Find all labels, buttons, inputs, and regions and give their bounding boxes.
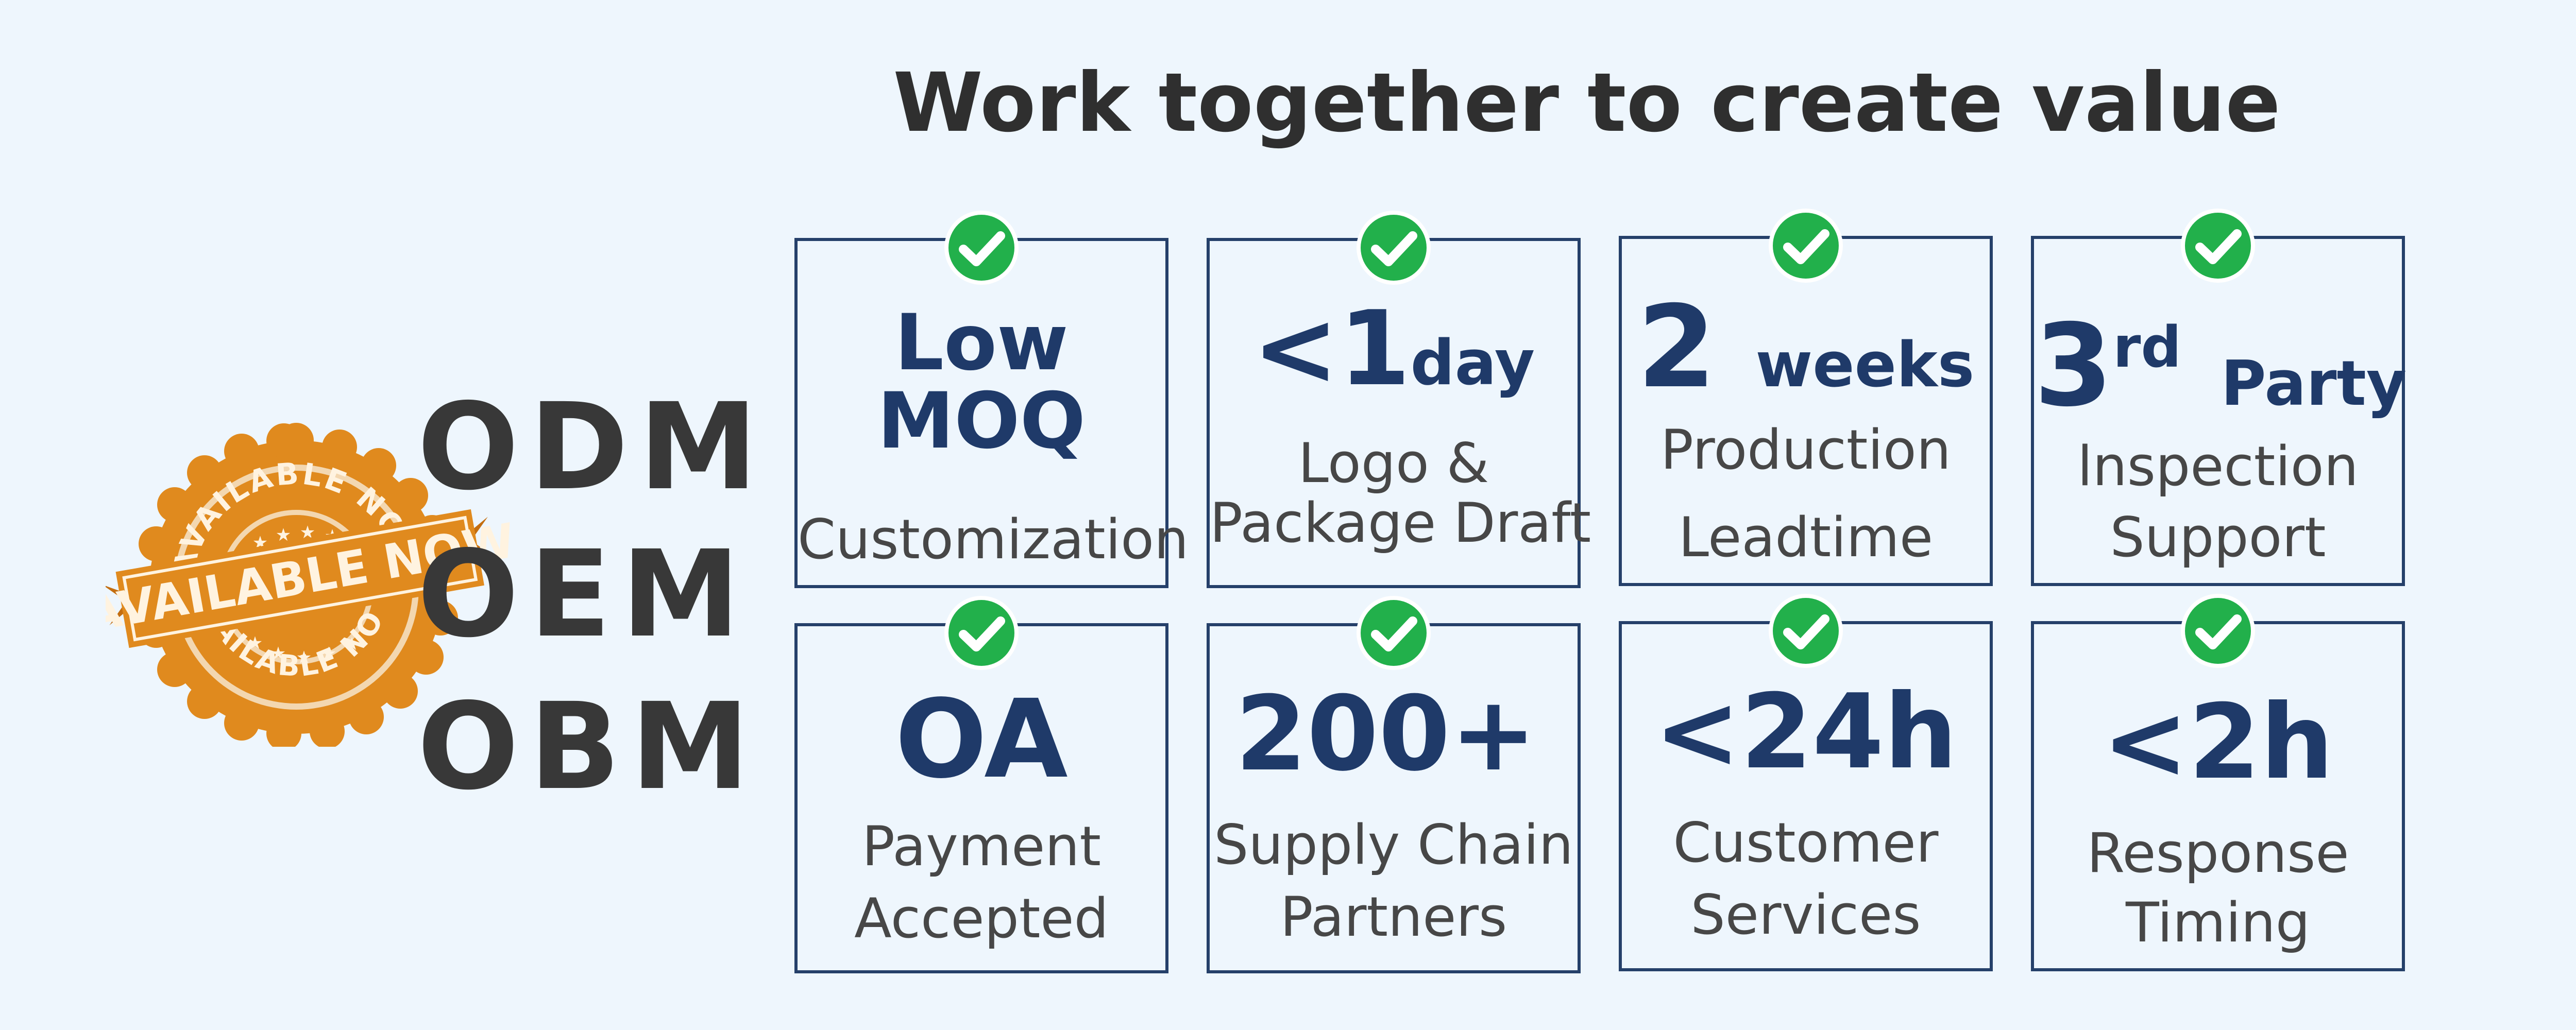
svg-text:★: ★ <box>296 647 312 668</box>
card-big-value: 2 weeks <box>1622 290 1990 417</box>
card-supply-chain: 200+ Supply Chain Partners <box>1207 596 1581 973</box>
card-big-main: <24h <box>1654 672 1958 792</box>
card-big-unit: weeks <box>1755 330 1975 401</box>
card-sub-line2: Package Draft <box>1210 491 1591 555</box>
page-title: Work together to create value <box>893 56 2281 150</box>
svg-text:★: ★ <box>270 643 286 664</box>
checkmark-icon <box>943 594 1020 672</box>
card-response-timing: <2h Response Timing <box>2031 594 2405 971</box>
stamp-graphic: AVAILABLE NOW AVAILABLE NOW ★★★★★ ★★★★★ … <box>80 391 519 751</box>
card-big-main: <1 <box>1252 289 1411 409</box>
card-sub-line1: Customization <box>798 508 1189 571</box>
card-logo-draft: <1day Logo & Package Draft <box>1207 211 1591 588</box>
card-inspection-support: 3rd Party lnspection Support <box>2031 209 2406 586</box>
card-sub-line1: Response <box>2087 821 2349 885</box>
card-big-unit: Party <box>2221 348 2407 420</box>
card-sub-line1: Payment <box>861 815 1101 878</box>
checkmark-icon <box>2179 592 2257 670</box>
card-sub-line1: Logo & <box>1298 432 1489 495</box>
card-low-moq: Low MOQ Customization <box>794 211 1189 588</box>
card-big-value: <1day <box>1210 298 1578 415</box>
card-customer-services: <24h Customer Services <box>1619 594 1993 971</box>
model-obm: OBM <box>417 677 760 816</box>
svg-text:★: ★ <box>321 643 336 664</box>
checkmark-icon <box>1767 207 1844 284</box>
card-production-leadtime: 2 weeks Production Leadtime <box>1619 209 1993 586</box>
card-big-value: 3rd Party <box>2034 296 2406 436</box>
model-oem: OEM <box>417 525 751 664</box>
card-big-main: 200+ <box>1235 674 1537 794</box>
card-sub-line2: Services <box>1690 883 1921 947</box>
checkmark-icon <box>1767 592 1844 670</box>
card-big-line2: MOQ <box>877 376 1086 466</box>
checkmark-icon <box>1355 594 1432 672</box>
card-big-unit: day <box>1410 328 1535 399</box>
card-big-main: <2h <box>2102 682 2334 802</box>
card-big-main: 3 <box>2034 300 2113 432</box>
card-oa-payment: OA Payment Accepted <box>794 596 1168 973</box>
card-sub-line1: lnspection <box>2077 435 2359 498</box>
card-sub-line1: Customer <box>1673 811 1939 874</box>
card-sub-line2: Support <box>2110 506 2326 569</box>
card-big-main: 2 <box>1637 281 1716 413</box>
available-now-stamp: AVAILABLE NOW AVAILABLE NOW ★★★★★ ★★★★★ … <box>80 391 528 751</box>
model-odm: ODM <box>417 377 768 517</box>
card-sub-line2: Timing <box>2125 891 2311 954</box>
card-sub-line2: Accepted <box>854 887 1109 950</box>
card-sub-line1: Supply Chain <box>1214 813 1573 877</box>
svg-text:★: ★ <box>247 633 263 654</box>
checkmark-icon <box>943 209 1020 286</box>
card-big-line1: Low <box>894 298 1069 388</box>
card-sub-line2: Leadtime <box>1678 506 1934 569</box>
checkmark-icon <box>2179 207 2257 284</box>
card-sub-line1: Production <box>1660 418 1951 482</box>
checkmark-icon <box>1355 209 1432 286</box>
card-big-main: OA <box>895 676 1068 802</box>
card-sub-line2: Partners <box>1280 885 1507 949</box>
svg-text:★: ★ <box>344 634 360 655</box>
card-big-sup: rd <box>2113 314 2182 380</box>
